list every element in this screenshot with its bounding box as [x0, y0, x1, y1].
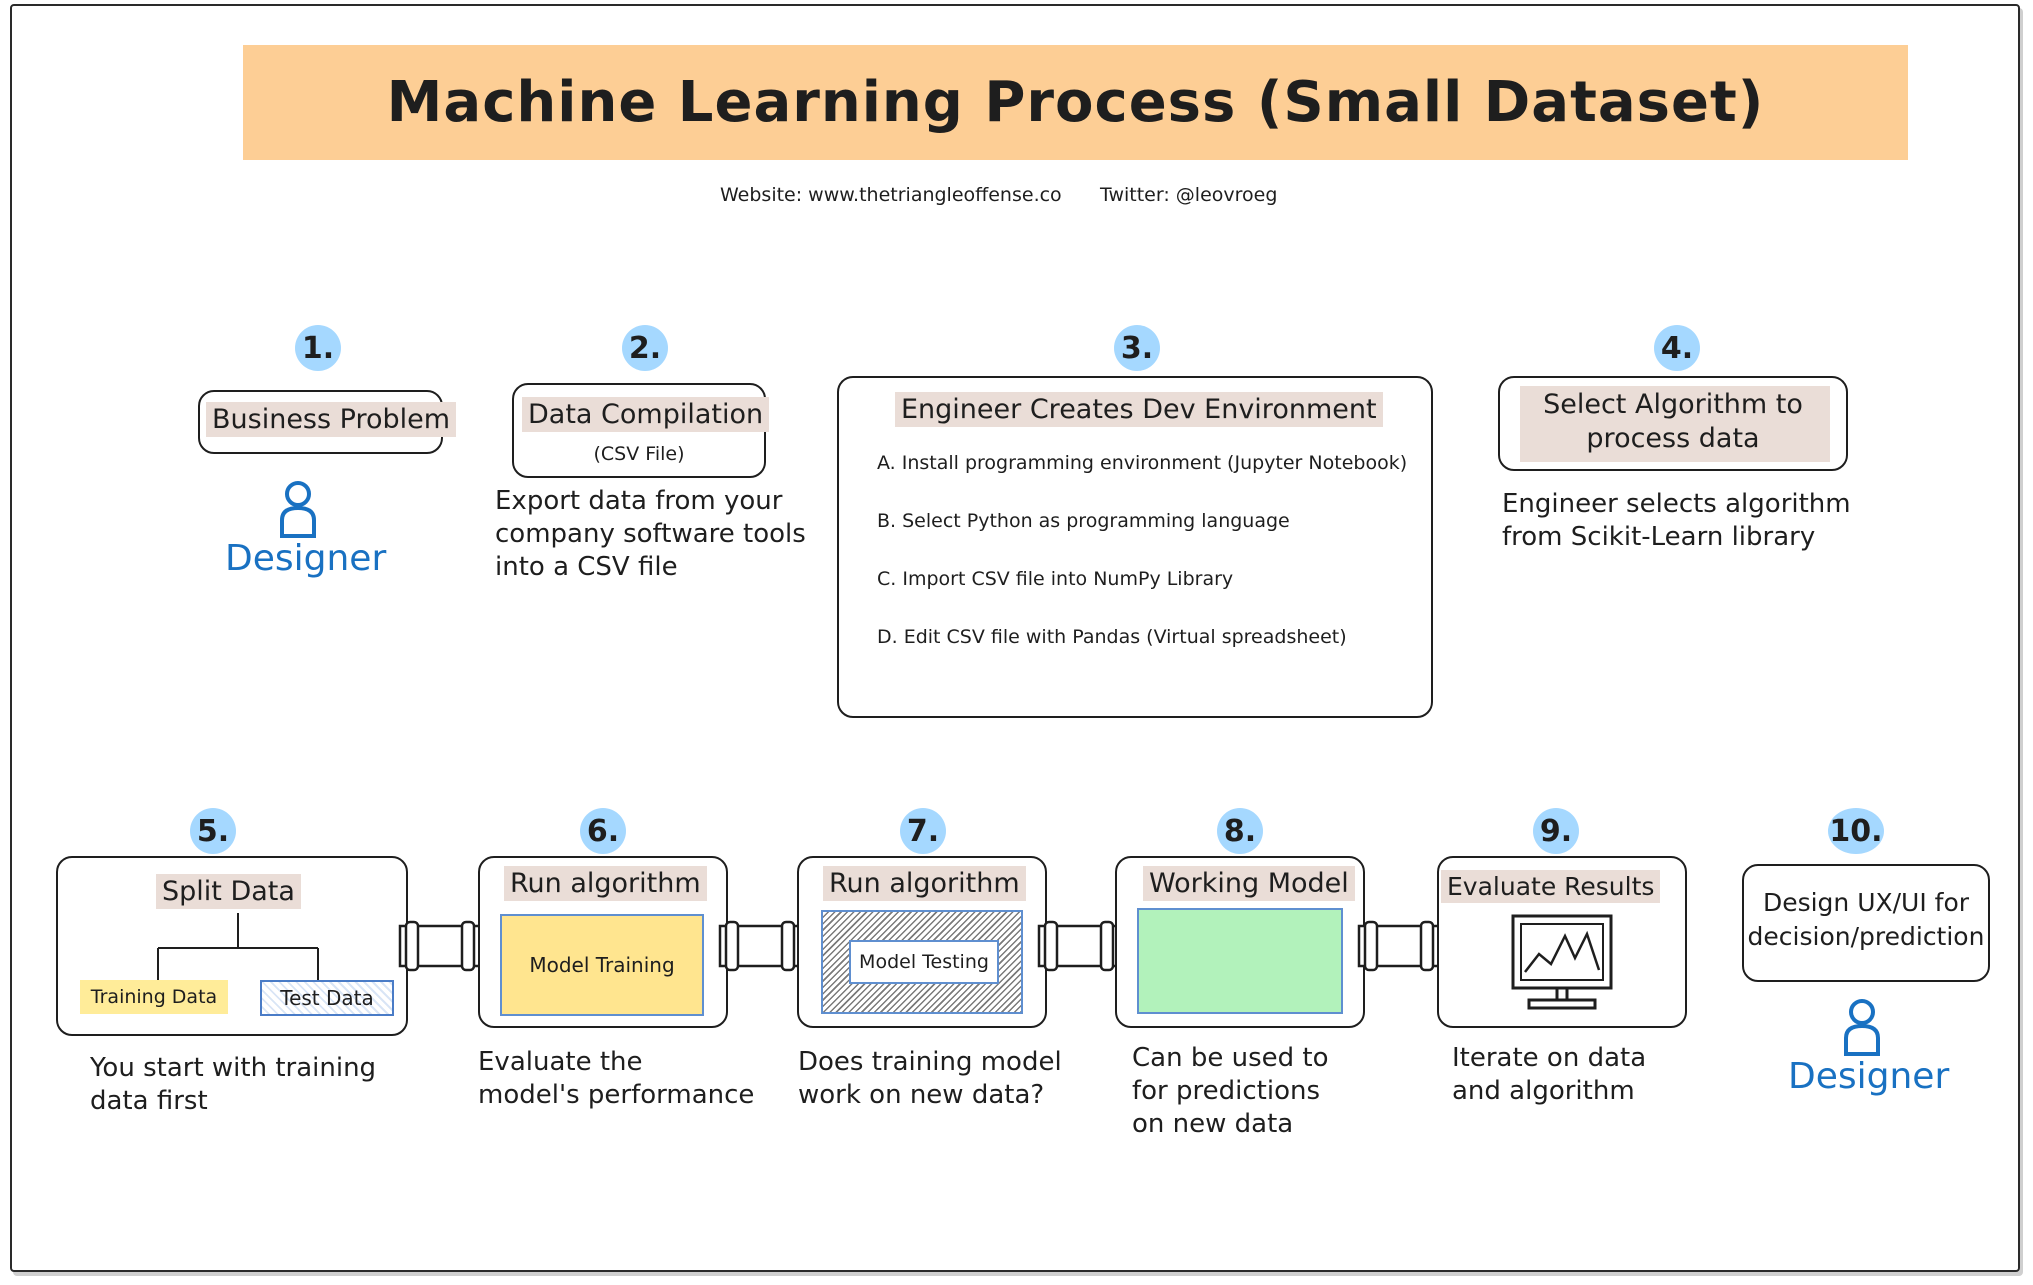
training-data-block: Training Data	[80, 980, 228, 1014]
person-icon	[1844, 999, 1880, 1056]
step-1-number: 1.	[295, 325, 341, 371]
step-6-box: Run algorithm Model Training	[478, 856, 728, 1028]
pipe-connector-icon	[398, 920, 482, 972]
title-band	[243, 45, 1908, 160]
canvas-frame	[10, 4, 2020, 1272]
step-6-number: 6.	[580, 808, 626, 854]
step-1-label: Business Problem	[206, 402, 457, 437]
step-4-description: Engineer selects algorithm from Scikit-L…	[1502, 489, 1851, 552]
working-model-block	[1137, 908, 1343, 1014]
step-7-description: Does training model work on new data?	[798, 1047, 1062, 1110]
person-icon	[280, 481, 316, 538]
step-5-box: Split Data Training Data Test Data	[56, 856, 408, 1036]
step-2-number: 2.	[622, 325, 668, 371]
step-4-label: Select Algorithm to process data	[1543, 389, 1803, 454]
step-9-number: 9.	[1533, 808, 1579, 854]
step-7-label: Run algorithm	[823, 866, 1026, 901]
step-4-box: Select Algorithm to process data	[1498, 376, 1848, 471]
monitor-chart-icon	[1511, 914, 1613, 1010]
step-2-box: Data Compilation (CSV File)	[512, 383, 770, 478]
test-data-block: Test Data	[260, 980, 394, 1016]
split-tree-lines	[157, 913, 319, 985]
step-3-label: Engineer Creates Dev Environment	[895, 392, 1383, 427]
step-2-label: Data Compilation	[522, 397, 770, 432]
step-1-designer-label: Designer	[225, 538, 387, 579]
step-4-highlight	[1520, 386, 1830, 462]
step-3-item-b: B. Select Python as programming language	[877, 510, 1290, 532]
step-3-box: Engineer Creates Dev Environment A. Inst…	[837, 376, 1433, 718]
step-5-number: 5.	[190, 808, 236, 854]
pipe-connector-icon	[1037, 920, 1121, 972]
model-testing-block: Model Testing	[849, 940, 999, 984]
step-5-description: You start with training data first	[90, 1053, 377, 1116]
step-3-item-a: A. Install programming environment (Jupy…	[877, 452, 1408, 474]
step-2-sublabel: (CSV File)	[593, 443, 685, 465]
step-10-number: 10.	[1828, 808, 1884, 854]
page-title: Machine Learning Process (Small Dataset)	[386, 70, 1765, 135]
step-4-number: 4.	[1654, 325, 1700, 371]
step-9-label: Evaluate Results	[1441, 870, 1661, 903]
model-training-block: Model Training	[500, 914, 704, 1016]
step-9-description: Iterate on data and algorithm	[1452, 1043, 1647, 1106]
step-8-description: Can be used to for predictions on new da…	[1132, 1043, 1329, 1139]
step-3-number: 3.	[1114, 325, 1160, 371]
step-8-label: Working Model	[1143, 866, 1355, 901]
pipe-connector-icon	[1357, 920, 1441, 972]
step-8-number: 8.	[1217, 808, 1263, 854]
pipe-connector-icon	[718, 920, 802, 972]
step-7-box: Run algorithm Model Testing	[797, 856, 1047, 1028]
step-10-label: Design UX/UI for decision/prediction	[1747, 888, 1985, 951]
step-10-box: Design UX/UI for decision/prediction	[1742, 864, 1990, 982]
step-10-designer-label: Designer	[1788, 1056, 1950, 1097]
step-2-description: Export data from your company software t…	[495, 486, 806, 582]
website-text: Website: www.thetriangleoffense.co	[720, 184, 1062, 206]
step-9-box: Evaluate Results	[1437, 856, 1687, 1028]
twitter-text: Twitter: @leovroeg	[1100, 184, 1278, 206]
step-7-number: 7.	[900, 808, 946, 854]
step-1-box: Business Problem	[198, 390, 457, 454]
step-3-item-c: C. Import CSV file into NumPy Library	[877, 568, 1234, 590]
step-6-label: Run algorithm	[504, 866, 707, 901]
step-3-item-d: D. Edit CSV file with Pandas (Virtual sp…	[877, 626, 1347, 648]
step-5-label: Split Data	[156, 874, 301, 909]
step-8-box: Working Model	[1115, 856, 1365, 1028]
step-6-description: Evaluate the model's performance	[478, 1047, 755, 1110]
